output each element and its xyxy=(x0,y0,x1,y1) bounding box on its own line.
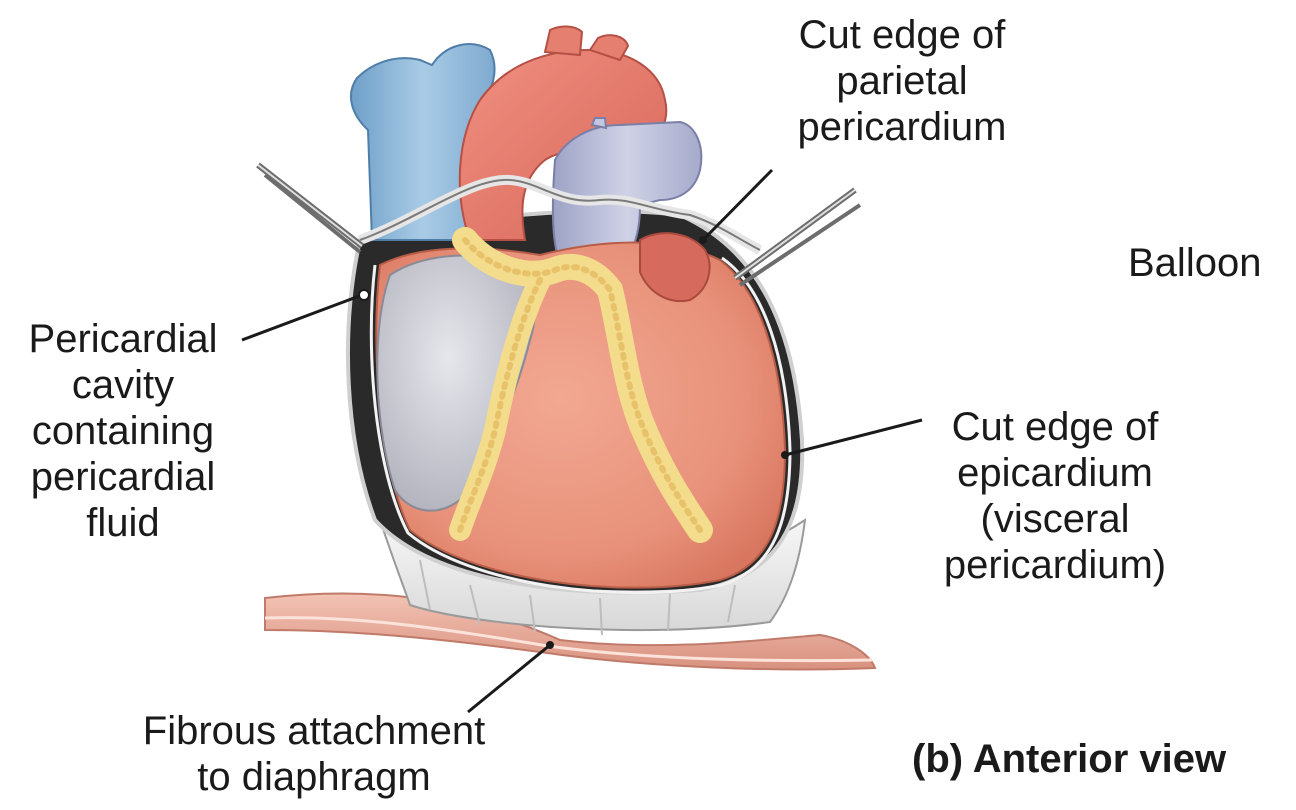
label-balloon: Balloon xyxy=(1128,240,1261,286)
leader-dot-epicardium xyxy=(781,451,789,459)
leader-fibrous xyxy=(468,645,550,712)
leader-dot-cavity xyxy=(359,290,369,300)
leader-cavity xyxy=(242,295,362,340)
label-fibrous-attachment: Fibrous attachment to diaphragm xyxy=(96,708,532,800)
right-retractor xyxy=(735,190,860,285)
leader-parietal xyxy=(703,170,772,240)
left-retractor xyxy=(258,165,362,252)
leader-dot-fibrous xyxy=(546,641,554,649)
leader-dot-parietal xyxy=(699,236,707,244)
leader-epicardium xyxy=(785,420,922,455)
label-cut-edge-epicardium: Cut edge of epicardium (visceral pericar… xyxy=(910,404,1200,588)
label-cut-edge-parietal-pericardium: Cut edge of parietal pericardium xyxy=(770,12,1034,150)
figure-caption: (b) Anterior view xyxy=(912,736,1226,782)
label-pericardial-cavity: Pericardial cavity containing pericardia… xyxy=(4,316,242,546)
